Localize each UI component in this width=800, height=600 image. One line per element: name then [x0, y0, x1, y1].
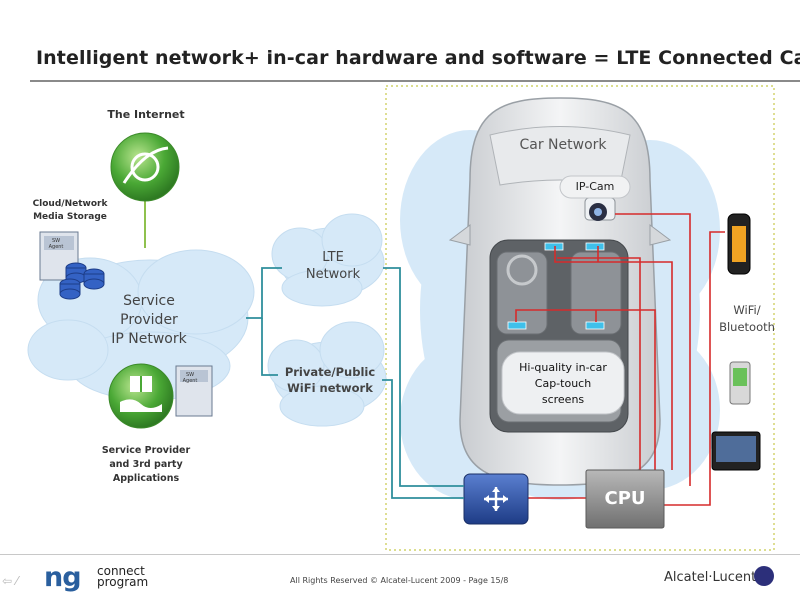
- lte-network-label: LTE Network: [305, 250, 361, 282]
- network-links: [246, 267, 464, 499]
- car-body: [448, 97, 672, 486]
- ip-cam-badge: [559, 175, 631, 199]
- ng-mark: ng: [44, 562, 82, 593]
- footer-divider: [0, 554, 800, 555]
- car-network-label: Car Network: [519, 137, 607, 153]
- screens-bubble: [501, 351, 625, 415]
- copyright-text: All Rights Reserved © Alcatel-Lucent 200…: [290, 576, 509, 585]
- cpu-label: CPU: [604, 488, 646, 509]
- handheld-device-icon: [727, 213, 751, 275]
- router-icon: [463, 473, 529, 525]
- internet-label: The Internet: [107, 108, 185, 121]
- ng-connect-logo: ng: [44, 562, 82, 593]
- storage-server-icon: [39, 231, 105, 300]
- sp-apps-label: Service Provider and 3rd party Applicati…: [101, 445, 191, 484]
- wifi-cloud: [267, 321, 387, 427]
- alcatel-lucent-wordmark: Alcatel·Lucent: [664, 570, 757, 585]
- smartphone-icon: [729, 361, 751, 405]
- app-server-icon: [175, 365, 213, 417]
- wifi-network-label: Private/Public WiFi network: [284, 365, 376, 395]
- wifi-bluetooth-label: WiFi/ Bluetooth: [719, 303, 775, 334]
- slide-title: Intelligent network+ in-car hardware and…: [36, 47, 800, 69]
- lte-cloud: [271, 213, 385, 307]
- sw-agent-label: SW Agent: [48, 238, 64, 250]
- applications-icon: [108, 363, 174, 429]
- car-network-frame: [385, 85, 775, 551]
- cpu-box: [585, 469, 665, 529]
- ip-cam-icon: [584, 197, 616, 221]
- ip-cam-label: IP-Cam: [575, 180, 615, 193]
- tablet-icon: [711, 431, 761, 471]
- alcatel-lucent-logo-icon: [754, 566, 774, 586]
- cloud-storage-label: Cloud/Network Media Storage: [32, 199, 108, 222]
- title-divider: [30, 80, 800, 82]
- slide-nav-icon[interactable]: ⇦ ⁄: [2, 574, 18, 588]
- internet-icon: [110, 132, 180, 202]
- screens-label: Hi-quality in-car Cap-touch screens: [519, 361, 607, 406]
- car-wiring: [515, 213, 725, 506]
- ng-connect-program-text: connect program: [97, 564, 149, 589]
- sp-ip-network-label: Service Provider IP Network: [111, 293, 187, 347]
- sw-agent-label-2: SW Agent: [182, 372, 198, 384]
